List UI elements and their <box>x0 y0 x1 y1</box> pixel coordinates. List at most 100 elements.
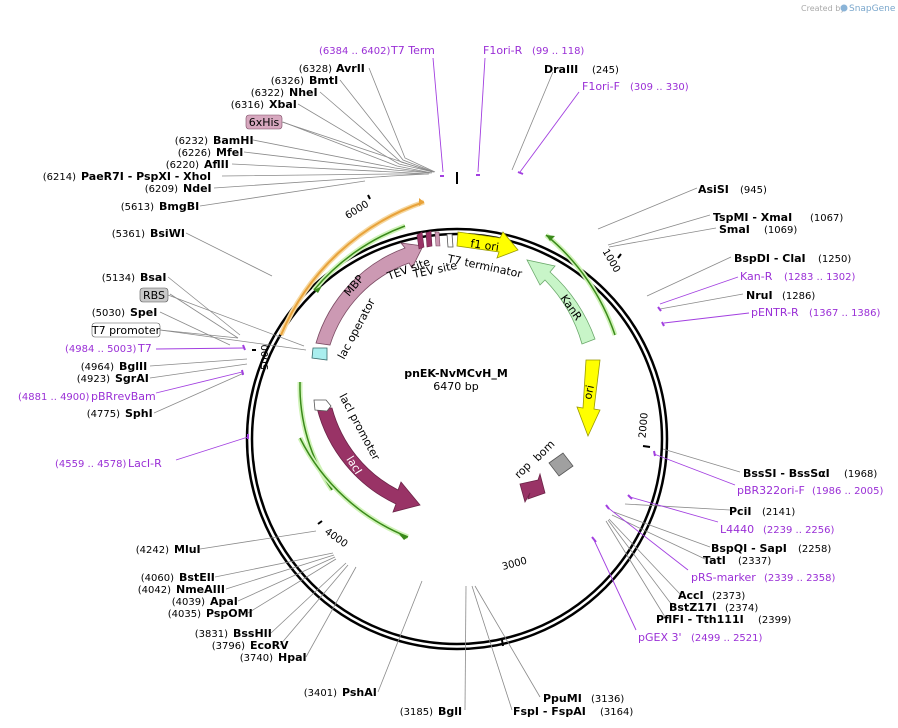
tick-label-3000: 3000 <box>501 556 528 573</box>
enzymes-20-name-label: PspOMI <box>206 607 253 620</box>
enzymes-4-pos-label: (6232) <box>175 136 208 147</box>
boxed_labels-0-name-label: 6xHis <box>249 116 280 129</box>
enzymes-33-pos-label: (1286) <box>782 291 815 302</box>
enzymes-26-pos-label: (3136) <box>591 694 624 705</box>
enzymes-19-pos-label: (4039) <box>172 597 205 608</box>
kanr-arrow <box>526 259 596 345</box>
enzymes-17-name-label: BstEII <box>179 571 215 584</box>
green-arrowhead-2 <box>546 235 555 241</box>
enzymes-6-pos-label: (6220) <box>166 160 199 171</box>
primers-4-name-label: pENTR-R <box>751 306 799 319</box>
primers-6-name-label: L4440 <box>720 523 754 536</box>
enzyme-labels-right: PpuMI(3136) FspI - FspAI(3164) DraIII(24… <box>513 63 877 718</box>
enzymes-5-pos-label: (6226) <box>178 148 211 159</box>
enzymes-10-name-label: BsiWI <box>150 227 185 240</box>
primers-2-name-label: F1ori-F <box>582 80 620 93</box>
primers-7-pos-label: (2339 .. 2358) <box>764 573 836 584</box>
feature-label-rop: rop <box>512 459 534 481</box>
enzymes-40-pos-label: (2399) <box>758 615 791 626</box>
lac-operator-shape <box>311 347 328 361</box>
tick-marks <box>252 194 651 647</box>
enzyme-labels-left: (6328)AvrII (6326)BmtI (6322)NheI (6316)… <box>43 62 462 718</box>
f1-ori-arrow <box>456 231 519 259</box>
plasmid-length: 6470 bp <box>433 380 478 393</box>
enzymes-36-pos-label: (2258) <box>798 544 831 555</box>
enzymes-29-pos-label: (945) <box>740 185 767 196</box>
enzymes-4-name-label: BamHI <box>213 134 254 147</box>
primer-marks <box>241 171 665 543</box>
enzymes-18-pos-label: (4042) <box>138 585 171 596</box>
enzymes-8-pos-label: (6209) <box>145 184 178 195</box>
orange-arrowhead <box>419 198 424 206</box>
enzymes-22-name-label: EcoRV <box>250 639 289 652</box>
primers-3-name-label: Kan-R <box>740 270 773 283</box>
primers-11-name-label: LacI-R <box>128 457 162 470</box>
enzymes-27-pos-label: (3164) <box>600 707 633 718</box>
enzymes-35-name-label: PciI <box>729 505 751 518</box>
watermark-created-by: Created by <box>801 4 845 13</box>
enzymes-21-name-label: BssHII <box>233 627 272 640</box>
t7-terminator-shape <box>446 233 454 248</box>
enzymes-12-name-label: SpeI <box>130 306 157 319</box>
enzymes-11-name-label: BsaI <box>140 271 166 284</box>
watermark-app: SnapGene <box>849 4 896 14</box>
enzymes-13-name-label: BglII <box>119 360 147 373</box>
primers-1-pos-label: (99 .. 118) <box>532 46 584 57</box>
enzymes-30-pos-label: (1067) <box>810 213 843 224</box>
enzymes-24-name-label: PshAI <box>342 686 377 699</box>
enzymes-3-pos-label: (6316) <box>231 100 264 111</box>
enzymes-28-name-label: DraIII <box>544 63 578 76</box>
boxed_labels-1-name-label: RBS <box>143 289 165 302</box>
enzymes-19-name-label: ApaI <box>210 595 238 608</box>
enzymes-2-pos-label: (6322) <box>251 88 284 99</box>
ori-arrow <box>576 359 601 438</box>
enzymes-23-name-label: HpaI <box>278 651 307 664</box>
feature-label-f1-ori: f1 ori <box>470 237 500 254</box>
enzymes-38-name-label: AccI <box>678 589 704 602</box>
enzymes-35-pos-label: (2141) <box>762 507 795 518</box>
enzymes-14-pos-label: (4923) <box>77 374 110 385</box>
enzymes-25-name-label: BglI <box>438 705 462 718</box>
enzymes-36-name-label: BspQI - SapI <box>711 542 787 555</box>
enzyme-leader-lines <box>149 67 744 711</box>
enzymes-33-name-label: NruI <box>746 289 773 302</box>
enzymes-28-pos-label: (245) <box>592 65 619 76</box>
enzymes-3-name-label: XbaI <box>269 98 297 111</box>
enzymes-34-pos-label: (1968) <box>844 469 877 480</box>
enzymes-37-name-label: TatI <box>703 554 726 567</box>
enzymes-2-name-label: NheI <box>289 86 318 99</box>
enzymes-20-pos-label: (4035) <box>168 609 201 620</box>
green-arrowhead-1 <box>314 286 322 293</box>
enzymes-12-pos-label: (5030) <box>92 308 125 319</box>
primer-leader-lines <box>155 57 750 631</box>
enzymes-9-pos-label: (5613) <box>121 202 154 213</box>
boxed-label-rbs: RBS <box>139 287 169 303</box>
enzymes-8-name-label: NdeI <box>183 182 212 195</box>
laci-promoter-shape <box>313 399 332 412</box>
enzymes-7-pos-label: (6214) <box>43 172 76 183</box>
enzymes-11-pos-label: (5134) <box>102 273 135 284</box>
primers-9-pos-label: (4984 .. 5003) <box>65 344 137 355</box>
tick-label-4000: 4000 <box>322 526 349 550</box>
enzymes-29-name-label: AsiSI <box>698 183 729 196</box>
enzymes-0-pos-label: (6328) <box>299 64 332 75</box>
boxed_labels-2-name-label: T7 promoter <box>91 324 161 337</box>
enzymes-31-name-label: SmaI <box>719 223 750 236</box>
enzymes-13-pos-label: (4964) <box>81 362 114 373</box>
feature-label-ori: ori <box>581 384 597 401</box>
primers-11-pos-label: (4559 .. 4578) <box>55 459 127 470</box>
enzymes-15-name-label: SphI <box>125 407 153 420</box>
enzymes-5-name-label: MfeI <box>216 146 243 159</box>
enzymes-9-name-label: BmgBI <box>159 200 199 213</box>
enzymes-39-name-label: BstZ17I <box>669 601 717 614</box>
enzymes-38-pos-label: (2373) <box>712 591 745 602</box>
primers-5-name-label: pBR322ori-F <box>737 484 805 497</box>
primers-8-pos-label: (2499 .. 2521) <box>691 633 763 644</box>
enzymes-10-pos-label: (5361) <box>112 229 145 240</box>
primers-9-name-label: T7 <box>137 342 152 355</box>
enzymes-15-pos-label: (4775) <box>87 409 120 420</box>
primers-7-name-label: pRS-marker <box>691 571 756 584</box>
primers-8-name-label: pGEX 3' <box>638 631 682 644</box>
enzymes-16-name-label: MluI <box>174 543 201 556</box>
